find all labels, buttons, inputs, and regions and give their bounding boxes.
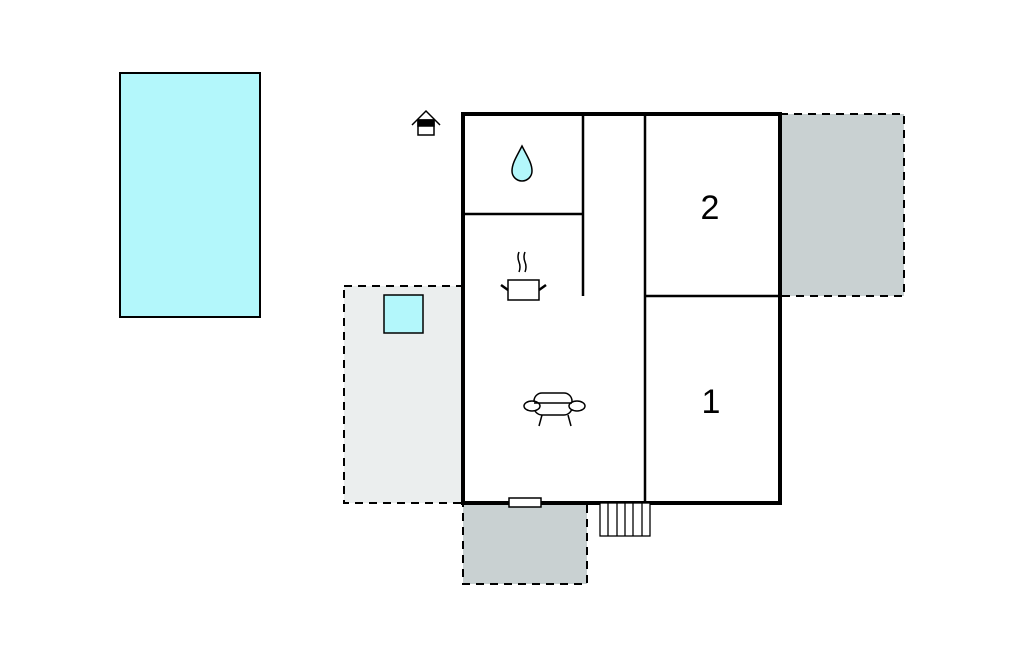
house-entrance-icon: [411, 109, 441, 136]
room-label-2: 2: [701, 189, 720, 227]
house-outline: [461, 112, 782, 505]
room-label-1: 1: [702, 383, 721, 421]
cooking-pot-icon: [500, 251, 547, 301]
interior-walls: [463, 114, 780, 503]
water-drop-icon: [511, 144, 533, 182]
window: [508, 497, 542, 508]
swimming-pool: [119, 72, 261, 318]
terrace-right: [779, 113, 905, 297]
terrace-bottom: [462, 502, 588, 585]
hot-tub: [383, 294, 424, 334]
armchair-icon: [523, 392, 586, 427]
stairs-icon: [599, 502, 651, 537]
